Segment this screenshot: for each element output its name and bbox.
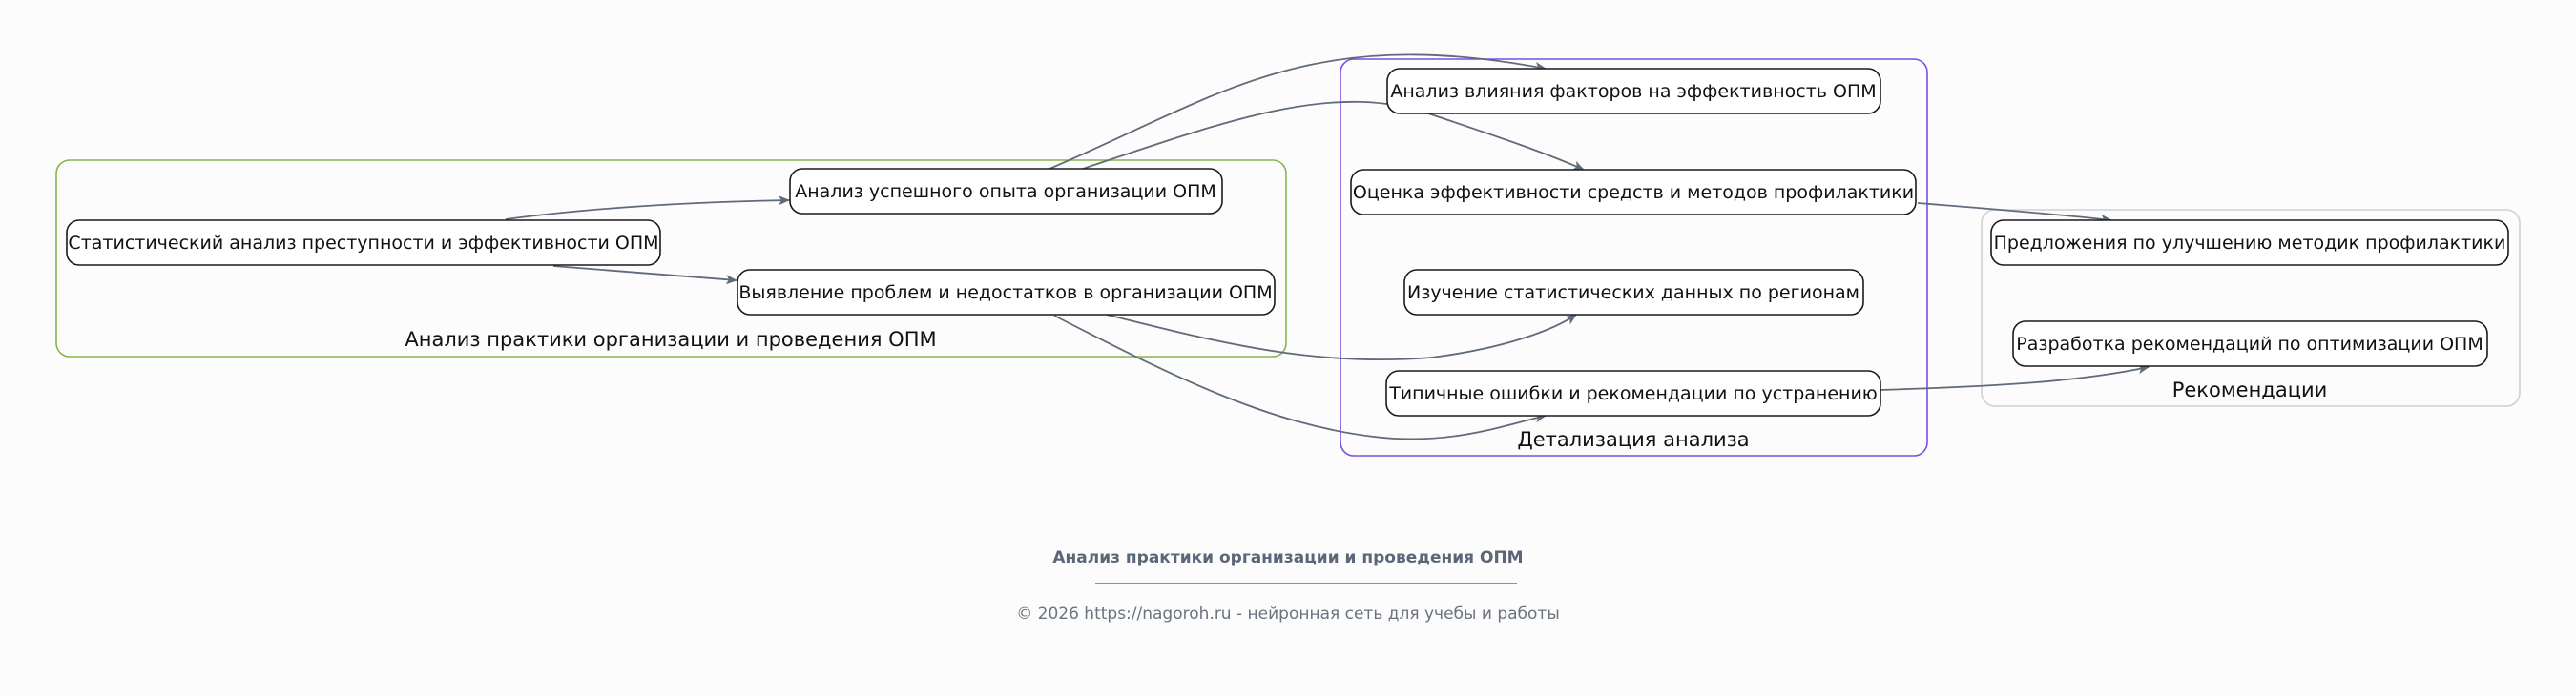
node-optimization[interactable]: Разработка рекомендаций по оптимизации О…	[2012, 320, 2488, 367]
node-problems[interactable]: Выявление проблем и недостатков в органи…	[737, 269, 1276, 316]
footer-title: Анализ практики организации и проведения…	[1052, 548, 1524, 567]
svg-text:Изучение статистических данных: Изучение статистических данных по регион…	[1407, 282, 1859, 303]
footer-divider	[1095, 583, 1517, 584]
edge-problems-errors	[1053, 315, 1547, 440]
svg-text:Предложения по улучшению метод: Предложения по улучшению методик профила…	[1994, 233, 2506, 254]
node-regions[interactable]: Изучение статистических данных по регион…	[1403, 269, 1864, 316]
footer-copyright: © 2026 https://nagoroh.ru - нейронная се…	[1016, 604, 1560, 624]
node-proposals[interactable]: Предложения по улучшению методик профила…	[1990, 219, 2509, 266]
svg-text:Разработка рекомендаций по опт: Разработка рекомендаций по оптимизации О…	[2016, 334, 2483, 355]
edge-stat-problems	[552, 265, 737, 285]
svg-text:Выявление проблем и недостатко: Выявление проблем и недостатков в органи…	[738, 282, 1272, 303]
edges	[505, 53, 2150, 440]
diagram-canvas: Анализ практики организации и проведения…	[55, 53, 2521, 457]
cluster-details-label: Детализация анализа	[1517, 428, 1749, 451]
edge-errors-optimization	[1879, 364, 2150, 391]
edge-stat-success	[505, 195, 790, 220]
svg-text:Анализ влияния факторов на эфф: Анализ влияния факторов на эффективность…	[1390, 81, 1876, 102]
svg-text:Оценка эффективности средств и: Оценка эффективности средств и методов п…	[1353, 182, 1914, 203]
svg-text:Анализ успешного опыта организ: Анализ успешного опыта организации ОПМ	[795, 181, 1216, 202]
svg-text:Типичные ошибки и рекомендации: Типичные ошибки и рекомендации по устран…	[1388, 383, 1878, 404]
edge-assessment-proposals	[1917, 202, 2112, 224]
cluster-recommendations: Рекомендации	[1981, 209, 2521, 407]
node-factors[interactable]: Анализ влияния факторов на эффективность…	[1386, 68, 1881, 114]
node-errors[interactable]: Типичные ошибки и рекомендации по устран…	[1385, 370, 1881, 417]
node-success[interactable]: Анализ успешного опыта организации ОПМ	[789, 168, 1223, 215]
cluster-practice-label: Анализ практики организации и проведения…	[405, 328, 936, 351]
cluster-practice: Анализ практики организации и проведения…	[55, 159, 1287, 358]
svg-text:Статистический анализ преступн: Статистический анализ преступности и эфф…	[68, 233, 658, 254]
node-stat[interactable]: Статистический анализ преступности и эфф…	[66, 219, 661, 266]
cluster-details: Детализация анализа	[1340, 58, 1928, 457]
edge-problems-regions	[1106, 314, 1577, 361]
node-assessment[interactable]: Оценка эффективности средств и методов п…	[1350, 169, 1917, 215]
edge-success-factors	[1049, 53, 1547, 170]
cluster-recommendations-label: Рекомендации	[2172, 379, 2328, 401]
